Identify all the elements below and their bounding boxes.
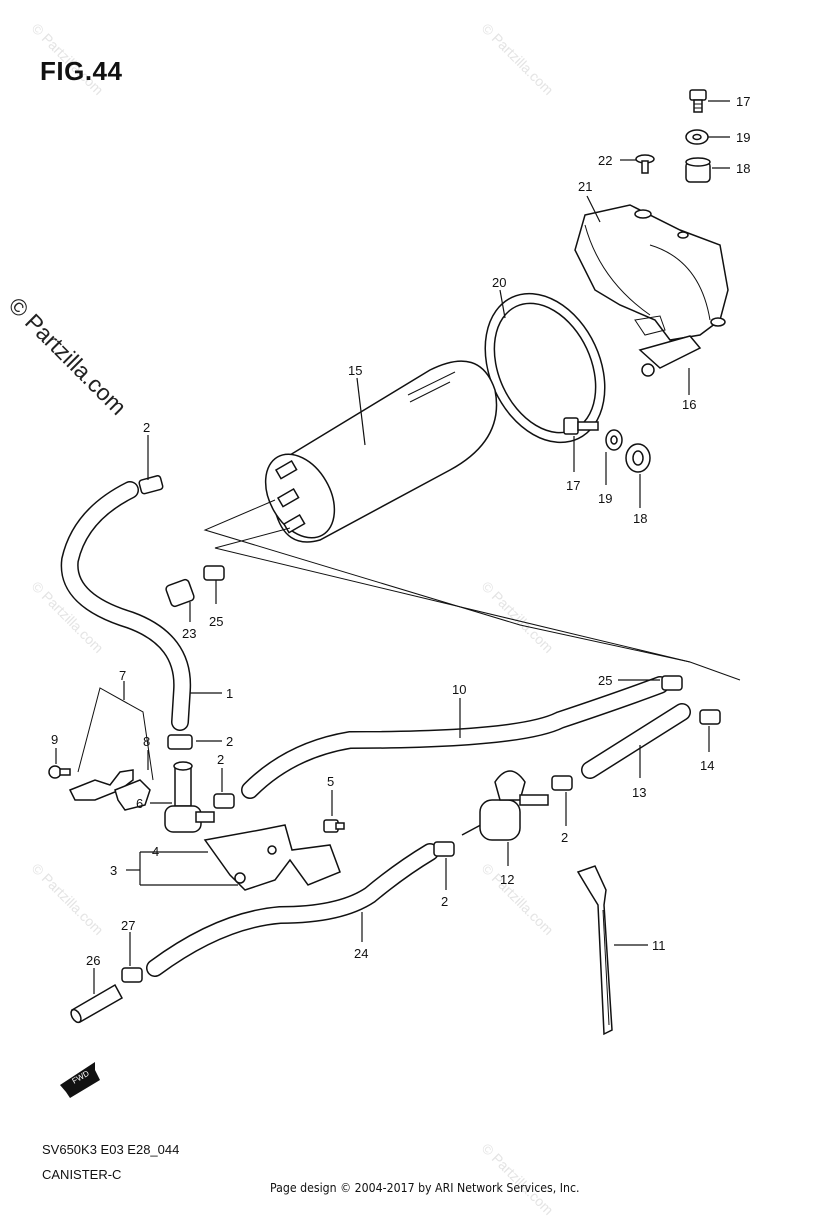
callout-17[interactable]: 17 [566,478,580,493]
clamp-part[interactable] [121,967,143,983]
clamp-part[interactable] [203,565,225,581]
hose-part[interactable] [241,676,669,799]
cushion-ring-part[interactable] [462,274,628,462]
washer-part[interactable] [605,429,623,451]
bracket-part[interactable] [203,824,341,891]
diagram-code: SV650K3 E03 E28_044 [42,1142,180,1157]
callout-8[interactable]: 8 [143,734,150,749]
screw-part[interactable] [323,819,345,833]
diagram-name: CANISTER-C [42,1167,122,1182]
callout-13[interactable]: 13 [632,785,646,800]
hose-part[interactable] [146,843,439,977]
fwd-arrow-icon: FWD [60,1062,100,1098]
callout-1[interactable]: 1 [226,686,233,701]
callout-2[interactable]: 2 [143,420,150,435]
callout-26[interactable]: 26 [86,953,100,968]
callout-27[interactable]: 27 [121,918,135,933]
fitting-part[interactable] [69,983,124,1024]
bolt-part[interactable] [563,417,599,435]
callout-11[interactable]: 11 [652,938,666,953]
callout-20[interactable]: 20 [492,275,506,290]
bolt-part[interactable] [689,89,707,113]
hose-part[interactable] [60,481,192,731]
screw-part[interactable] [48,765,71,779]
callout-22[interactable]: 22 [598,153,612,168]
callout-5[interactable]: 5 [327,774,334,789]
hinge-part[interactable] [638,335,702,377]
figure-title: FIG.44 [40,56,123,86]
callout-15[interactable]: 15 [348,363,362,378]
callout-6[interactable]: 6 [136,796,143,811]
grommet-part[interactable] [685,157,711,183]
washer-part[interactable] [685,129,709,145]
callout-14[interactable]: 14 [700,758,714,773]
bracket-part[interactable] [574,204,729,341]
hose-part[interactable] [581,703,691,779]
callout-2[interactable]: 2 [226,734,233,749]
callout-17[interactable]: 17 [736,94,750,109]
clamp-part[interactable] [213,793,235,809]
callout-18[interactable]: 18 [633,511,647,526]
page-credit: Page design © 2004-2017 by ARI Network S… [270,1180,580,1195]
bracket-part[interactable] [68,769,151,811]
callout-4[interactable]: 4 [152,844,159,859]
callout-10[interactable]: 10 [452,682,466,697]
check-valve-part[interactable] [461,770,549,841]
callout-12[interactable]: 12 [500,872,514,887]
callout-18[interactable]: 18 [736,161,750,176]
grommet-part[interactable] [625,443,651,473]
callout-25[interactable]: 25 [209,614,223,629]
callout-24[interactable]: 24 [354,946,368,961]
callout-2[interactable]: 2 [217,752,224,767]
callout-19[interactable]: 19 [736,130,750,145]
callout-7[interactable]: 7 [119,668,126,683]
callout-2[interactable]: 2 [441,894,448,909]
valve-part[interactable] [164,761,215,833]
clamp-part[interactable] [551,775,573,791]
callout-2[interactable]: 2 [561,830,568,845]
callout-3[interactable]: 3 [110,863,117,878]
clamp-part[interactable] [661,675,721,725]
callout-19[interactable]: 19 [598,491,612,506]
screw-part[interactable] [635,154,655,174]
clamp-part[interactable] [138,475,193,750]
clamp-part[interactable] [433,841,455,857]
canister-part[interactable] [252,360,498,550]
callout-9[interactable]: 9 [51,732,58,747]
cap-part[interactable] [165,578,195,608]
callout-21[interactable]: 21 [578,179,592,194]
callout-23[interactable]: 23 [182,626,196,641]
callout-25[interactable]: 25 [598,673,612,688]
cable-tie-part[interactable] [576,865,613,1036]
callout-16[interactable]: 16 [682,397,696,412]
